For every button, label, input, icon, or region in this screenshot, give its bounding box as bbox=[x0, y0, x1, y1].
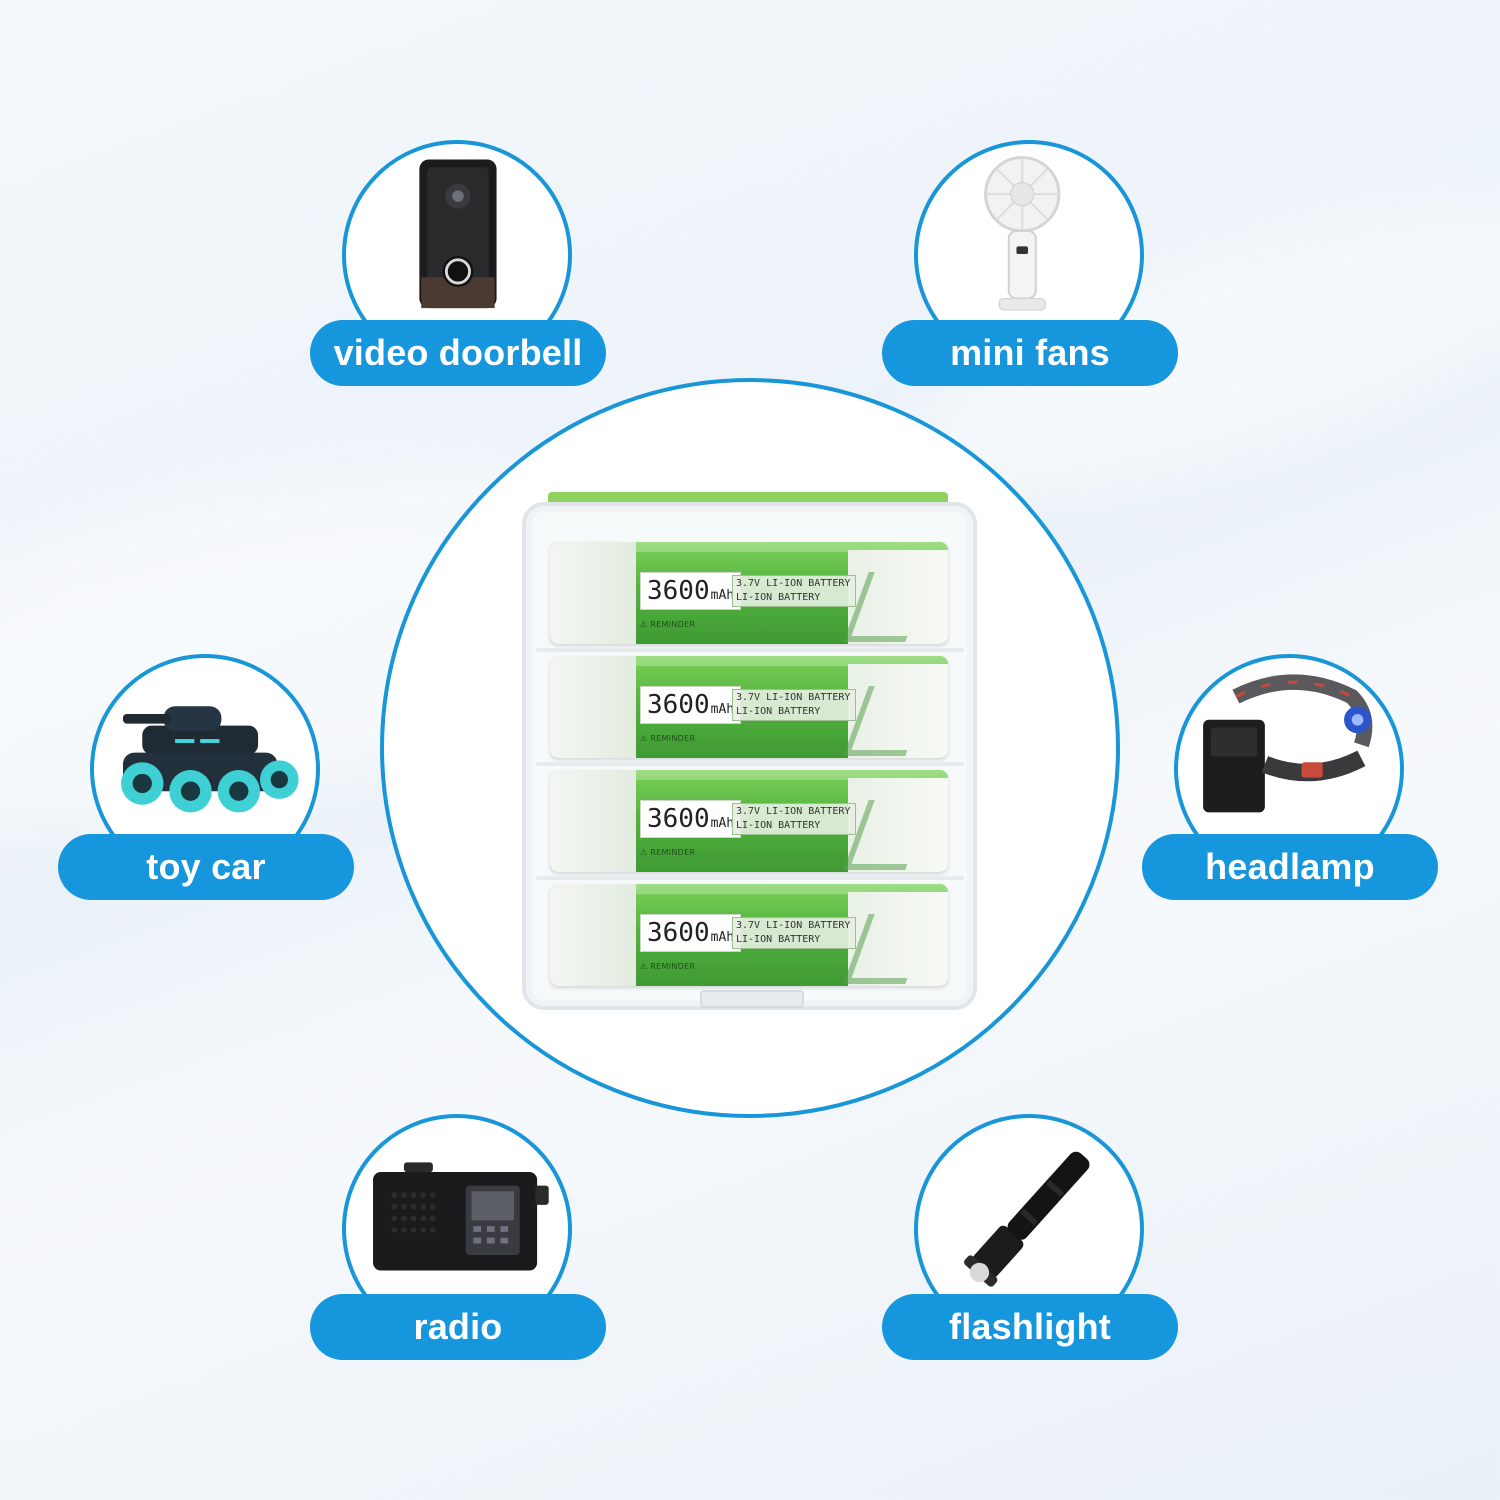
device-label: flashlight bbox=[882, 1294, 1178, 1360]
device-label: video doorbell bbox=[310, 320, 606, 386]
case-clip bbox=[700, 990, 804, 1008]
device-label: radio bbox=[310, 1294, 606, 1360]
doorbell-icon bbox=[342, 140, 572, 370]
device-radio: radio bbox=[310, 1114, 610, 1364]
device-label: headlamp bbox=[1142, 834, 1438, 900]
reminder-text: ⚠ REMINDER bbox=[640, 734, 696, 743]
device-label: mini fans bbox=[882, 320, 1178, 386]
device-label: toy car bbox=[58, 834, 354, 900]
case-divider bbox=[536, 876, 964, 880]
device-toy-car: toy car bbox=[58, 654, 358, 904]
reminder-text: ⚠ REMINDER bbox=[640, 962, 696, 971]
reminder-text: ⚠ REMINDER bbox=[640, 620, 696, 629]
case-divider bbox=[536, 762, 964, 766]
case-divider bbox=[536, 648, 964, 652]
device-video-doorbell: video doorbell bbox=[310, 140, 610, 390]
device-mini-fans: mini fans bbox=[882, 140, 1182, 390]
device-flashlight: flashlight bbox=[882, 1114, 1182, 1364]
reminder-text: ⚠ REMINDER bbox=[640, 848, 696, 857]
device-headlamp: headlamp bbox=[1142, 654, 1442, 904]
